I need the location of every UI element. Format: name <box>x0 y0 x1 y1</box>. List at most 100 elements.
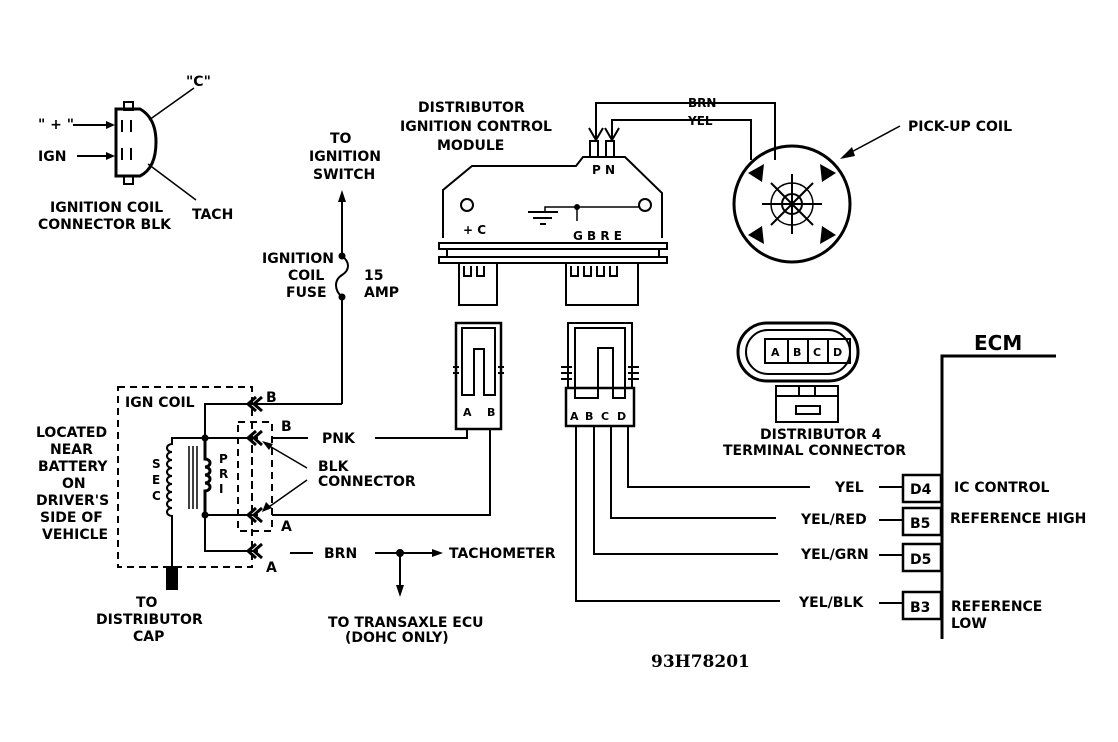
coil-connector-title-2: CONNECTOR BLK <box>38 217 172 233</box>
pnk-wire <box>375 429 468 439</box>
harness-connector-4pin: A B C D <box>561 322 639 428</box>
module-plug-right <box>565 262 639 306</box>
terminal-a-outer <box>245 542 263 560</box>
module-pins-right: G B R E <box>573 229 622 243</box>
ign-coil-assembly: IGN COIL LOCATED NEAR BATTERY ON DRIVER'… <box>36 386 416 645</box>
dist-cap-line-3: CAP <box>133 629 164 645</box>
switch-arrow-icon <box>338 190 346 202</box>
wire-yel-grn <box>593 426 778 555</box>
module-body <box>442 156 663 238</box>
connector-4pin-c: C <box>601 410 609 423</box>
ignition-switch-label-2: IGNITION <box>309 149 381 165</box>
terminal-b-outer <box>245 395 263 413</box>
connector-4pin-a: A <box>570 410 579 423</box>
module-plug-left <box>458 262 498 306</box>
transaxle-arrow-icon <box>396 585 404 597</box>
location-line-4: ON <box>62 476 86 492</box>
ecm-circuit-b3: YEL/BLK B3 REFERENCE LOW <box>798 590 1042 632</box>
location-line-3: BATTERY <box>38 459 108 475</box>
ign-coil-dashed-box <box>117 386 253 568</box>
module-title-1: DISTRIBUTOR <box>418 100 525 116</box>
module-pins-top: P N <box>592 163 615 177</box>
dist-connector-title-2: TERMINAL CONNECTOR <box>723 443 906 459</box>
pri-letter-r: R <box>219 467 228 481</box>
ecm-wire-label: YEL/GRN <box>800 547 869 563</box>
transaxle-label-2: (DOHC ONLY) <box>345 630 449 646</box>
yel-pickup-wire <box>611 119 752 160</box>
connector-b-wire <box>272 429 491 516</box>
coil-connector-tab-top <box>123 101 134 111</box>
terminal-a-inner <box>245 506 263 524</box>
pri-letter-p: P <box>219 452 228 466</box>
ecm-pin-label: B5 <box>910 516 930 532</box>
pickup-wire-yel-label: YEL <box>687 114 713 128</box>
blk-connector-housing <box>237 421 273 532</box>
ecm-pin-label: D5 <box>910 552 931 568</box>
terminal-b-inner-label: B <box>281 419 292 435</box>
connector-4pin-body <box>564 386 636 428</box>
ecm-pin-box <box>901 506 943 537</box>
wire-yel-red <box>610 426 776 519</box>
fuse-rating-1: 15 <box>364 268 383 284</box>
tachometer-label: TACHOMETER <box>449 546 556 562</box>
module-pins-left: + C <box>463 223 486 237</box>
plus-terminal-label: " + " <box>38 117 74 133</box>
sec-letter-c: C <box>152 489 161 503</box>
ignition-switch-feed: TO IGNITION SWITCH IGNITION COIL FUSE 15… <box>258 131 399 405</box>
blk-connector-label-2: CONNECTOR <box>318 474 416 490</box>
ecm: ECM YEL D4 IC CONTROL YEL/RED B5 REFEREN… <box>575 331 1086 639</box>
ecm-function-label: REFERENCE <box>951 599 1042 615</box>
ecm-boundary <box>940 354 1056 639</box>
dist-connector-pin-c: C <box>813 346 821 359</box>
ecm-wire-label: YEL/RED <box>800 512 867 528</box>
sec-letter-s: S <box>152 457 161 471</box>
connector-2pin-a: A <box>463 406 472 419</box>
fuse-label-3: FUSE <box>286 285 327 301</box>
pickup-coil: PICK-UP COIL <box>732 119 1012 264</box>
ecm-wire-label: YEL <box>834 480 864 496</box>
ecm-pin-label: D4 <box>910 482 932 498</box>
module-title-2: IGNITION CONTROL <box>400 119 552 135</box>
terminal-b-inner <box>245 429 263 447</box>
ecm-circuit-d5: YEL/GRN D5 <box>800 542 943 573</box>
wire-yel <box>627 426 810 488</box>
fuse-label-1: IGNITION <box>262 251 334 267</box>
ignition-control-module: DISTRIBUTOR IGNITION CONTROL MODULE P N … <box>400 96 776 306</box>
dist-connector-pin-a: A <box>771 346 780 359</box>
dist-connector-pin-b: B <box>793 346 801 359</box>
coil-connector-tab-bottom <box>123 175 134 185</box>
dist-cap-line-1: TO <box>136 595 158 611</box>
module-title-3: MODULE <box>437 138 504 154</box>
terminal-a-inner-label: A <box>281 519 292 535</box>
brn-wire-label: BRN <box>324 546 357 562</box>
c-terminal-label: "C" <box>186 74 211 90</box>
ecm-pin-box <box>901 473 943 504</box>
ignition-switch-label-3: SWITCH <box>313 167 375 183</box>
ecm-circuit-b5: YEL/RED B5 REFERENCE HIGH <box>800 506 1086 537</box>
ecm-title: ECM <box>974 331 1022 355</box>
dist-connector-title-1: DISTRIBUTOR 4 <box>760 427 882 443</box>
tach-wiring: BRN TACHOMETER TO TRANSAXLE ECU (DOHC ON… <box>290 546 556 646</box>
sec-letter-e: E <box>152 473 160 487</box>
primary-winding <box>203 438 212 515</box>
brn-pickup-wire <box>595 102 776 160</box>
fuse-rating-2: AMP <box>364 285 399 301</box>
ecm-function-label: IC CONTROL <box>954 480 1049 496</box>
terminal-a-outer-label: A <box>266 560 277 576</box>
ecm-function-label: REFERENCE HIGH <box>950 511 1086 527</box>
connector-2pin-body <box>454 321 503 431</box>
terminal-b-outer-label: B <box>266 390 277 406</box>
module-mount-hole-right <box>638 198 652 212</box>
figure-id: 93H78201 <box>651 652 750 672</box>
connector-4pin-d: D <box>617 410 626 423</box>
location-line-1: LOCATED <box>36 425 107 441</box>
pickup-wire-brn-label: BRN <box>688 96 716 110</box>
pickup-coil-label: PICK-UP COIL <box>908 119 1012 135</box>
pri-letter-i: I <box>219 482 223 496</box>
module-mount-hole-left <box>460 198 474 212</box>
coil-connector-body <box>114 107 158 178</box>
module-pin-n <box>605 140 615 158</box>
primary-wiring: PNK <box>272 429 491 516</box>
wire-yel-blk <box>575 426 780 602</box>
